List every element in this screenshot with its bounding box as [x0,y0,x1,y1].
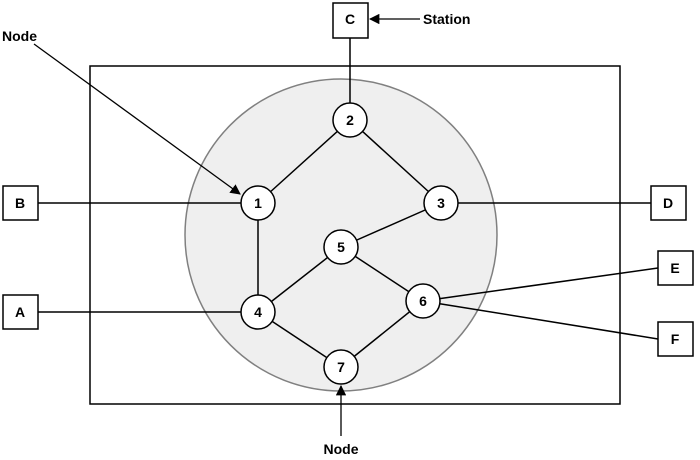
station-label: A [15,304,25,320]
station-e: E [657,250,694,286]
node-circle [423,185,459,221]
node-callout-arrow-top [33,43,241,195]
node-callout-label-bottom: Node [324,441,359,457]
station-box [2,185,39,221]
station-label: F [671,331,680,347]
node-6: 6 [405,283,441,319]
station-link-f-6 [439,302,659,340]
node-2: 2 [332,102,368,138]
station-label: C [345,11,355,27]
node-label: 1 [254,195,262,211]
station-label: B [15,195,25,211]
network-boundary [89,65,621,405]
node-7: 7 [323,349,359,385]
node-label: 7 [337,359,345,375]
station-box [650,185,687,221]
stations-group: A B C D E F [2,2,694,357]
node-label: 3 [437,195,445,211]
station-d: D [650,185,687,221]
node-1: 1 [240,185,276,221]
node-circle [332,102,368,138]
station-box [657,250,694,286]
station-link-e-6 [439,267,659,300]
node-label: 4 [254,304,262,320]
station-b: B [2,185,39,221]
link-2-3 [349,119,442,204]
node-3: 3 [423,185,459,221]
node-label: 5 [337,239,345,255]
station-box [657,321,694,357]
node-circle [323,229,359,265]
node-label: 2 [346,112,354,128]
station-a: A [2,294,39,330]
station-label: E [670,260,679,276]
node-circle [405,283,441,319]
station-callout-label: Station [423,11,470,27]
station-label: D [663,195,673,211]
node-callout-label-top: Node [2,28,37,44]
node-circle [323,349,359,385]
node-5: 5 [323,229,359,265]
node-circle [240,185,276,221]
station-f: F [657,321,694,357]
station-box [332,2,369,39]
nodes-group: 1 2 3 4 5 6 7 [240,102,459,385]
node-circle [240,294,276,330]
station-c: C [332,2,369,39]
station-box [2,294,39,330]
link-2-1 [257,119,351,204]
link-3-5 [340,202,442,248]
node-4: 4 [240,294,276,330]
node-label: 6 [419,293,427,309]
